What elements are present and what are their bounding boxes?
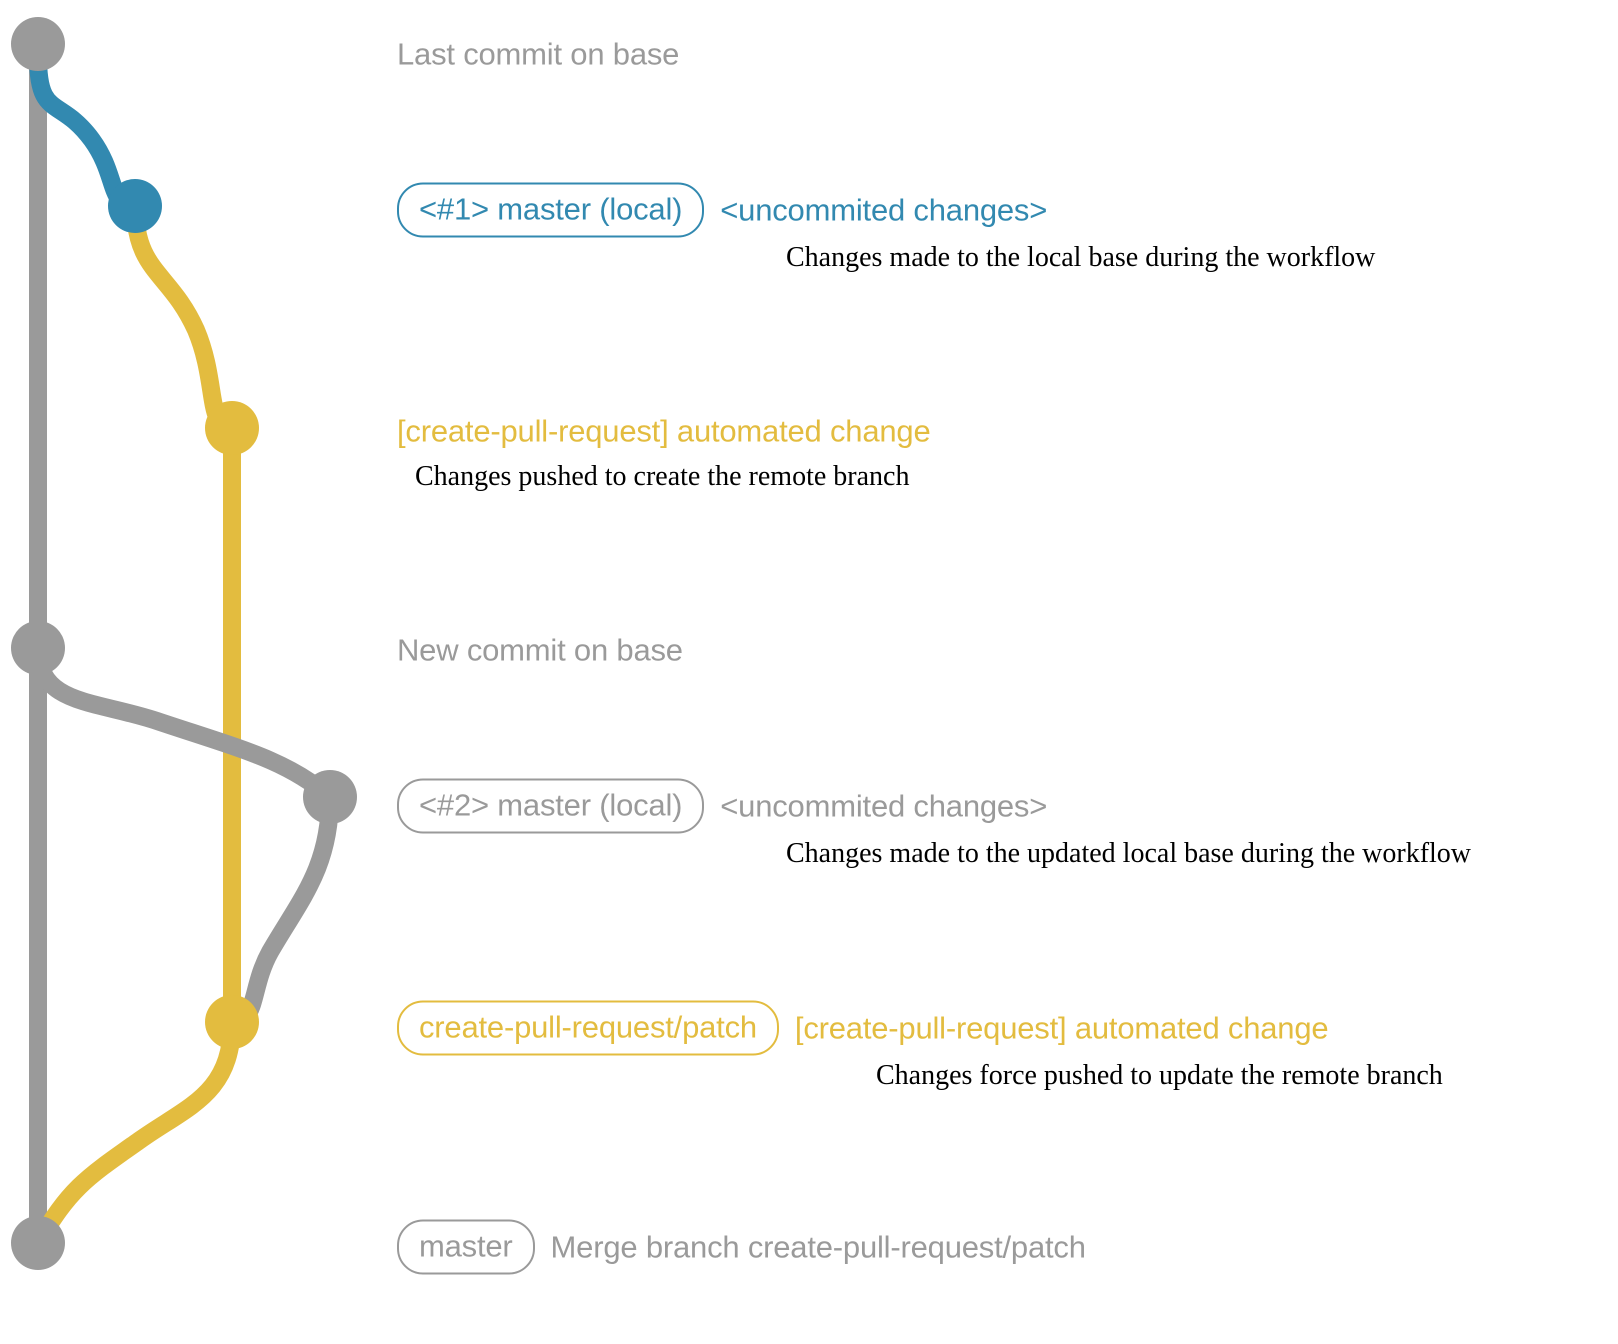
branch-badge-label: <#1> master (local) [419, 191, 683, 227]
branch-badge-local-2[interactable]: <#2> master (local) [397, 778, 705, 834]
git-graph [11, 17, 357, 1270]
commit-message: [create-pull-request] automated change [397, 413, 931, 449]
commit-node-base-head[interactable] [11, 17, 65, 71]
branch-line-patch-merge [29, 1013, 241, 1252]
graph-row-automated-change-2: create-pull-request/patch [create-pull-r… [397, 1000, 1329, 1056]
branch-badge-local-1[interactable]: <#1> master (local) [397, 182, 705, 238]
graph-row-merge-commit: master Merge branch create-pull-request/… [397, 1219, 1086, 1275]
commit-message: [create-pull-request] automated change [794, 1010, 1329, 1046]
branch-badge-create-pull-request-patch[interactable]: create-pull-request/patch [397, 1000, 779, 1056]
branch-badge-label: create-pull-request/patch [419, 1009, 757, 1045]
commit-message: <uncommited changes> [720, 192, 1048, 228]
commit-description-automated-1: Changes pushed to create the remote bran… [415, 461, 910, 492]
commit-message: Last commit on base [397, 36, 680, 72]
commit-node-base-new[interactable] [11, 621, 65, 675]
graph-row-local-change-2: <#2> master (local) <uncommited changes> [397, 778, 1048, 834]
commit-node-patch-1[interactable] [205, 401, 259, 455]
commit-message: <uncommited changes> [720, 788, 1048, 824]
branch-badge-label: <#2> master (local) [419, 787, 683, 823]
commit-node-master-merge[interactable] [11, 1216, 65, 1270]
graph-row-last-commit-on-base: Last commit on base [397, 39, 679, 70]
branch-line-patch-upper [126, 197, 241, 437]
commit-message: Merge branch create-pull-request/patch [550, 1229, 1086, 1265]
branch-line-local2-to-patch2 [223, 788, 339, 1031]
commit-description-local-1: Changes made to the local base during th… [786, 242, 1376, 273]
graph-row-automated-change-1: [create-pull-request] automated change [397, 416, 931, 447]
commit-message: New commit on base [397, 632, 683, 668]
branch-line-updated-local [29, 639, 339, 806]
commit-node-local-2[interactable] [303, 770, 357, 824]
branch-badge-master[interactable]: master [397, 1219, 535, 1275]
graph-row-new-commit-on-base: New commit on base [397, 635, 683, 666]
commit-description-local-2: Changes made to the updated local base d… [786, 838, 1472, 869]
commit-node-local-1[interactable] [108, 179, 162, 233]
commit-node-patch-2[interactable] [205, 995, 259, 1049]
branch-badge-label: master [419, 1228, 513, 1264]
graph-row-local-change-1: <#1> master (local) <uncommited changes> [397, 182, 1048, 238]
commit-description-automated-2: Changes force pushed to update the remot… [876, 1060, 1443, 1091]
